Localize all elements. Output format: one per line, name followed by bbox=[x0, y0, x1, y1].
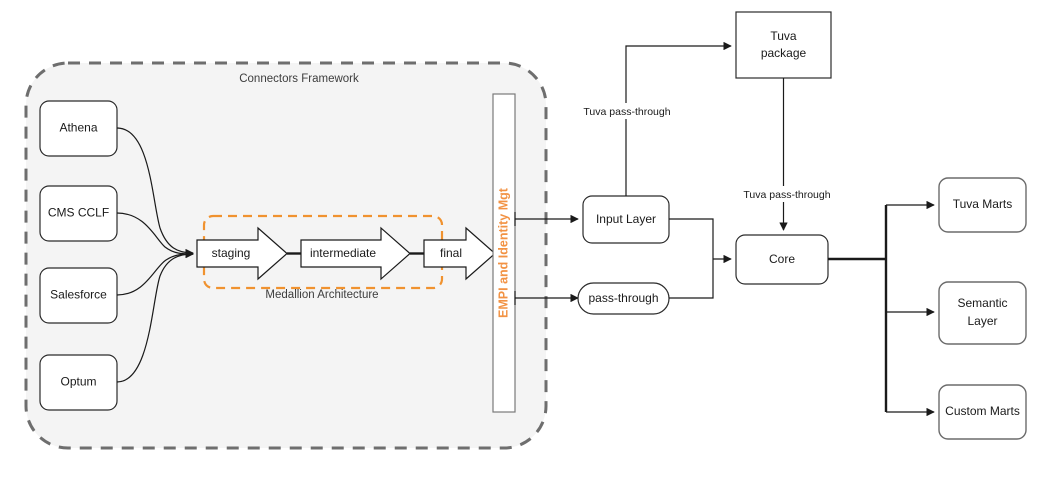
edge-input-layer-to-core bbox=[669, 218, 714, 259]
node-label-pass-through: pass-through bbox=[588, 291, 658, 305]
source-label-salesforce: Salesforce bbox=[50, 288, 107, 302]
medallion-chevron-final[interactable] bbox=[423, 226, 496, 281]
empi-identity-mgt-bar[interactable] bbox=[492, 93, 516, 413]
output-box-custom-marts[interactable] bbox=[938, 384, 1027, 440]
node-label-tuva-package-line2: package bbox=[761, 46, 807, 60]
edge-input-layer-to-tuva-package bbox=[625, 41, 732, 196]
medallion-architecture-caption: Medallion Architecture bbox=[265, 289, 378, 301]
edge-label-bg-top bbox=[571, 103, 683, 119]
medallion-chevron-intermediate[interactable] bbox=[300, 226, 411, 281]
edge-label-tuva-pass-through-top: Tuva pass-through bbox=[583, 106, 670, 118]
source-label-athena: Athena bbox=[59, 121, 97, 135]
edge-label-bg-mid bbox=[731, 186, 843, 202]
medallion-label-intermediate: intermediate bbox=[310, 246, 376, 260]
medallion-label-final: final bbox=[440, 246, 462, 260]
output-label-semantic-layer-line2: Layer bbox=[967, 314, 997, 328]
output-box-semantic-layer[interactable] bbox=[938, 281, 1027, 345]
edge-athena-to-staging bbox=[116, 127, 194, 258]
medallion-label-staging: staging bbox=[212, 246, 251, 260]
edge-pass-through-to-core bbox=[669, 259, 714, 299]
empi-identity-mgt-label: EMPI and Identity Mgt bbox=[496, 187, 510, 318]
output-label-tuva-marts: Tuva Marts bbox=[953, 197, 1013, 211]
output-label-custom-marts: Custom Marts bbox=[945, 404, 1020, 418]
connectors-framework-title: Connectors Framework bbox=[239, 73, 359, 85]
node-label-tuva-package-line1: Tuva bbox=[770, 29, 797, 43]
source-label-optum: Optum bbox=[60, 375, 96, 389]
node-label-core: Core bbox=[769, 252, 795, 266]
edge-label-tuva-pass-through-mid: Tuva pass-through bbox=[743, 189, 830, 201]
connectors-framework-container bbox=[24, 61, 548, 450]
node-label-input-layer: Input Layer bbox=[596, 212, 656, 226]
output-label-semantic-layer-line1: Semantic bbox=[957, 296, 1007, 310]
node-box-tuva-package[interactable] bbox=[735, 11, 832, 79]
medallion-chevron-staging[interactable] bbox=[196, 226, 288, 281]
source-label-cms-cclf: CMS CCLF bbox=[48, 206, 109, 220]
output-box-tuva-marts[interactable] bbox=[938, 177, 1027, 233]
edge-optum-to-staging bbox=[116, 249, 194, 383]
